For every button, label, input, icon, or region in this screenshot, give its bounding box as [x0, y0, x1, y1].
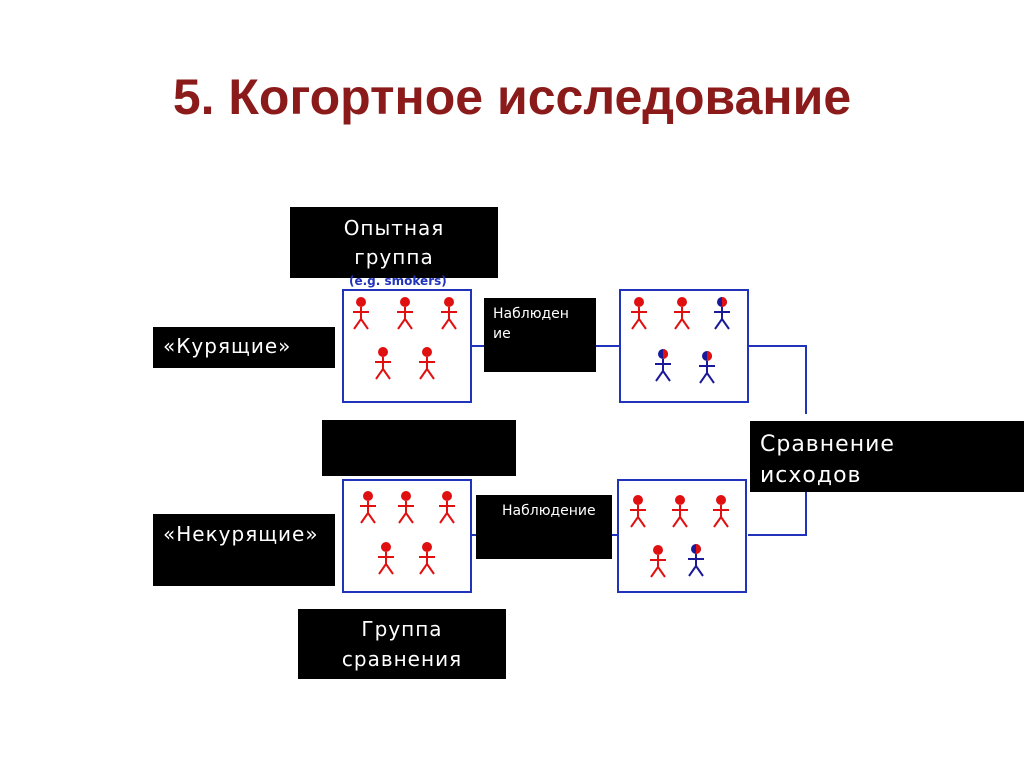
healthy-person-icon [358, 490, 378, 530]
observation-top-label: Наблюдение [484, 298, 577, 346]
observation-bottom-label: Наблюдение [494, 495, 612, 533]
healthy-person-icon [395, 296, 415, 336]
healthy-person-icon [351, 296, 371, 336]
compare-outcomes-label: Сравнение исходов [750, 421, 1024, 492]
healthy-person-icon [417, 541, 437, 581]
healthy-person-icon [417, 346, 437, 386]
healthy-person-icon [672, 296, 692, 336]
healthy-person-icon [396, 490, 416, 530]
healthy-person-icon [376, 541, 396, 581]
healthy-person-icon [629, 296, 649, 336]
sick-person-icon [653, 348, 673, 388]
healthy-person-icon [670, 494, 690, 534]
healthy-person-icon [373, 346, 393, 386]
page-title: 5. Когортное исследование [172, 69, 852, 125]
healthy-person-icon [437, 490, 457, 530]
nonsmokers-label: «Некурящие» [153, 514, 335, 586]
exposed-example-label: (e.g. smokers) [349, 274, 447, 288]
connector-bottom-to-compare [748, 492, 807, 536]
sick-person-icon [712, 296, 732, 336]
group-box-top-start [342, 289, 472, 403]
healthy-person-icon [628, 494, 648, 534]
group-box-top-end [619, 289, 749, 403]
healthy-person-icon [439, 296, 459, 336]
healthy-person-icon [711, 494, 731, 534]
healthy-person-icon [648, 544, 668, 584]
comparison-group-label: Группа сравнения [298, 609, 506, 679]
exposed-group-label: Опытная группа [290, 207, 498, 278]
blank-black-box [322, 420, 516, 476]
connector-top-to-compare [748, 345, 807, 414]
smokers-label: «Курящие» [153, 327, 335, 368]
sick-person-icon [686, 543, 706, 583]
sick-person-icon [697, 350, 717, 390]
